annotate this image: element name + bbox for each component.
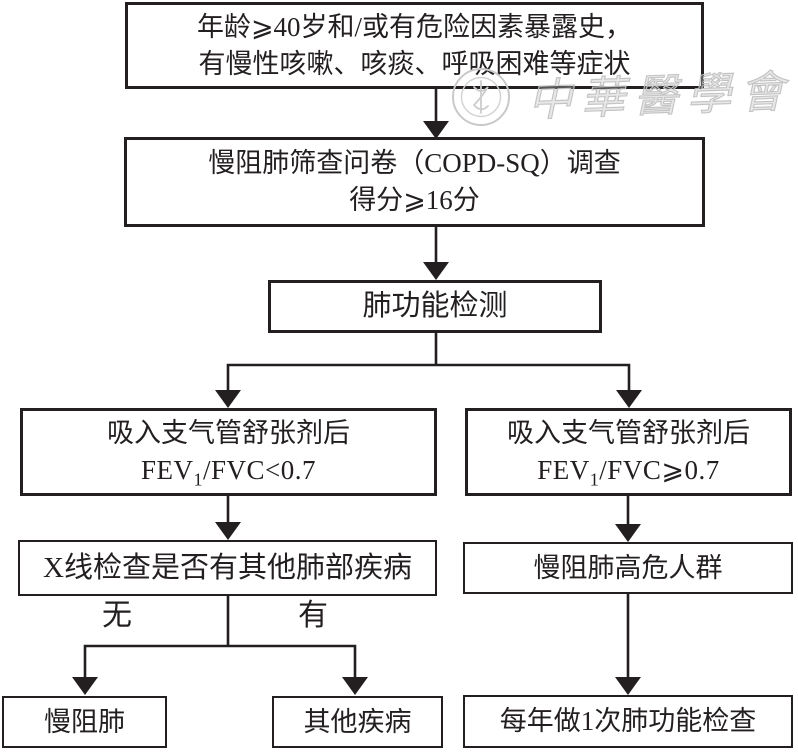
node-other-disease-label: 其他疾病 (303, 706, 412, 737)
node-xray-check-label: X线检查是否有其他肺部疾病 (43, 551, 412, 584)
node-questionnaire-line2: 得分⩾16分 (349, 185, 480, 215)
node-fev-fvc-above-07-ratio: FEV1/FVC⩾0.7 (537, 455, 720, 490)
node-questionnaire-line1: 慢阻肺筛查问卷（COPD-SQ）调查 (208, 148, 621, 178)
branch-label-no: 无 (102, 599, 132, 632)
node-lung-function-test: 肺功能检测 (268, 280, 602, 333)
node-xray-check: X线检查是否有其他肺部疾病 (18, 540, 437, 596)
node-other-disease: 其他疾病 (272, 696, 443, 748)
node-copd: 慢阻肺 (2, 696, 167, 748)
node-fev-fvc-below-07: 吸入支气管舒张剂后 FEV1/FVC<0.7 (20, 408, 437, 496)
node-criteria: 年龄⩾40岁和/或有危险因素暴露史， 有慢性咳嗽、咳痰、呼吸困难等症状 (125, 2, 704, 89)
node-fev-fvc-above-07-line1: 吸入支气管舒张剂后 (507, 418, 750, 448)
node-annual-lung-test-label: 每年做1次肺功能检查 (499, 706, 757, 736)
node-annual-lung-test: 每年做1次肺功能检查 (463, 695, 793, 748)
node-copd-label: 慢阻肺 (44, 706, 125, 737)
node-fev-fvc-below-07-ratio: FEV1/FVC<0.7 (140, 455, 317, 490)
node-high-risk-group-label: 慢阻肺高危人群 (533, 552, 723, 583)
node-questionnaire: 慢阻肺筛查问卷（COPD-SQ）调查 得分⩾16分 (124, 137, 705, 227)
node-fev-fvc-below-07-line1: 吸入支气管舒张剂后 (107, 418, 350, 448)
node-fev-fvc-above-07: 吸入支气管舒张剂后 FEV1/FVC⩾0.7 (465, 408, 792, 496)
node-lung-function-test-label: 肺功能检测 (362, 290, 508, 322)
node-criteria-line2: 有慢性咳嗽、咳痰、呼吸困难等症状 (198, 48, 631, 79)
branch-label-yes: 有 (298, 599, 328, 632)
node-criteria-line1: 年龄⩾40岁和/或有危险因素暴露史， (196, 11, 633, 42)
node-high-risk-group: 慢阻肺高危人群 (463, 542, 793, 594)
